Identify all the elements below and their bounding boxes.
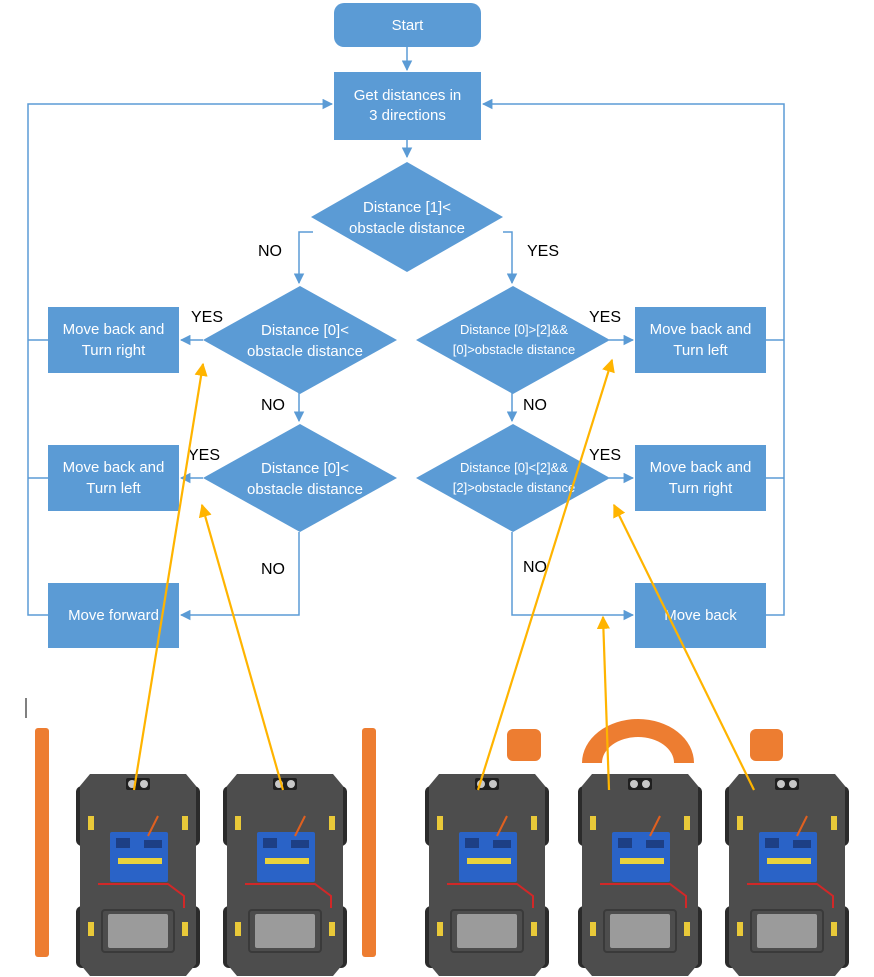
node-move-forward: Move forward (48, 583, 179, 648)
edge-label-yes-4: YES (589, 309, 621, 326)
decision-right2-line2: [2]>obstacle distance (453, 480, 576, 495)
edge-label-no-1: NO (258, 243, 282, 260)
decision-left2-line1: Distance [0]< (261, 460, 349, 477)
car2-arrow (198, 503, 285, 791)
connectors (27, 47, 785, 621)
decision-right1-line2: [0]>obstacle distance (453, 342, 576, 357)
left-action1-line1: Move back and (63, 321, 165, 338)
left-action2-line1: Move back and (63, 459, 165, 476)
node-decision-1: Distance [1]< obstacle distance (311, 162, 503, 272)
edge-label-no-3: NO (261, 561, 285, 578)
move-back-label: Move back (664, 607, 737, 624)
loop-right-main (481, 98, 785, 616)
front-arc-obstacle (582, 719, 694, 763)
edge-label-no-5: NO (523, 559, 547, 576)
right-wall-obstacle (362, 728, 376, 957)
left-action2-line2: Turn left (86, 480, 141, 497)
car-2 (222, 773, 348, 977)
node-move-back-turn-left-right: Move back and Turn left (635, 307, 766, 373)
left-action1-line2: Turn right (82, 342, 146, 359)
get-distances-line1: Get distances in (354, 87, 462, 104)
node-decision-right-1: Distance [0]>[2]&& [0]>obstacle distance (416, 286, 610, 394)
edge-label-no-4: NO (523, 397, 547, 414)
edge-right2-no (511, 532, 635, 621)
car3-arrow (476, 358, 615, 791)
right-action1-line2: Turn left (673, 342, 728, 359)
car-1 (75, 773, 201, 977)
node-move-back: Move back (635, 583, 766, 648)
front-right-obstacle (507, 729, 541, 761)
node-move-back-turn-right-left: Move back and Turn right (48, 307, 179, 373)
decision-left1-line2: obstacle distance (247, 343, 363, 360)
decision1-line1: Distance [1]< (363, 199, 451, 216)
car-5 (724, 773, 850, 977)
node-start: Start (334, 3, 481, 47)
node-move-back-turn-left-left: Move back and Turn left (48, 445, 179, 511)
edge-label-no-2: NO (261, 397, 285, 414)
edge-label-yes-2: YES (191, 309, 223, 326)
right-action1-line1: Move back and (650, 321, 752, 338)
edge-label-yes-3: YES (188, 447, 220, 464)
car-3 (424, 773, 550, 977)
edge-decision1-no (293, 231, 313, 285)
node-get-distances: Get distances in 3 directions (334, 72, 481, 140)
decision-right2-line1: Distance [0]<[2]&& (460, 460, 568, 475)
right-action2-line2: Turn right (669, 480, 733, 497)
decision-right1-line1: Distance [0]>[2]&& (460, 322, 568, 337)
edge-label-yes-1: YES (527, 243, 559, 260)
decision1-line2: obstacle distance (349, 220, 465, 237)
node-move-back-turn-right-right: Move back and Turn right (635, 445, 766, 511)
start-label: Start (392, 17, 425, 34)
node-decision-right-2: Distance [0]<[2]&& [2]>obstacle distance (416, 424, 610, 532)
front-left-obstacle (750, 729, 783, 761)
car5-arrow (613, 503, 755, 791)
car-4 (577, 773, 703, 977)
node-decision-left-2: Distance [0]< obstacle distance (203, 424, 397, 532)
move-forward-label: Move forward (68, 607, 159, 624)
edge-label-yes-5: YES (589, 447, 621, 464)
right-action2-line1: Move back and (650, 459, 752, 476)
car1-arrow (132, 362, 208, 791)
decision-left2-line2: obstacle distance (247, 481, 363, 498)
loop-left-main (27, 98, 334, 616)
edge-decision1-yes (503, 231, 518, 285)
illustration (35, 358, 850, 977)
node-decision-left-1: Distance [0]< obstacle distance (203, 286, 397, 394)
edge-left2-no (179, 532, 300, 621)
get-distances-line2: 3 directions (369, 107, 446, 124)
car4-arrow (596, 615, 611, 791)
left-wall-obstacle (35, 728, 49, 957)
decision-left1-line1: Distance [0]< (261, 322, 349, 339)
